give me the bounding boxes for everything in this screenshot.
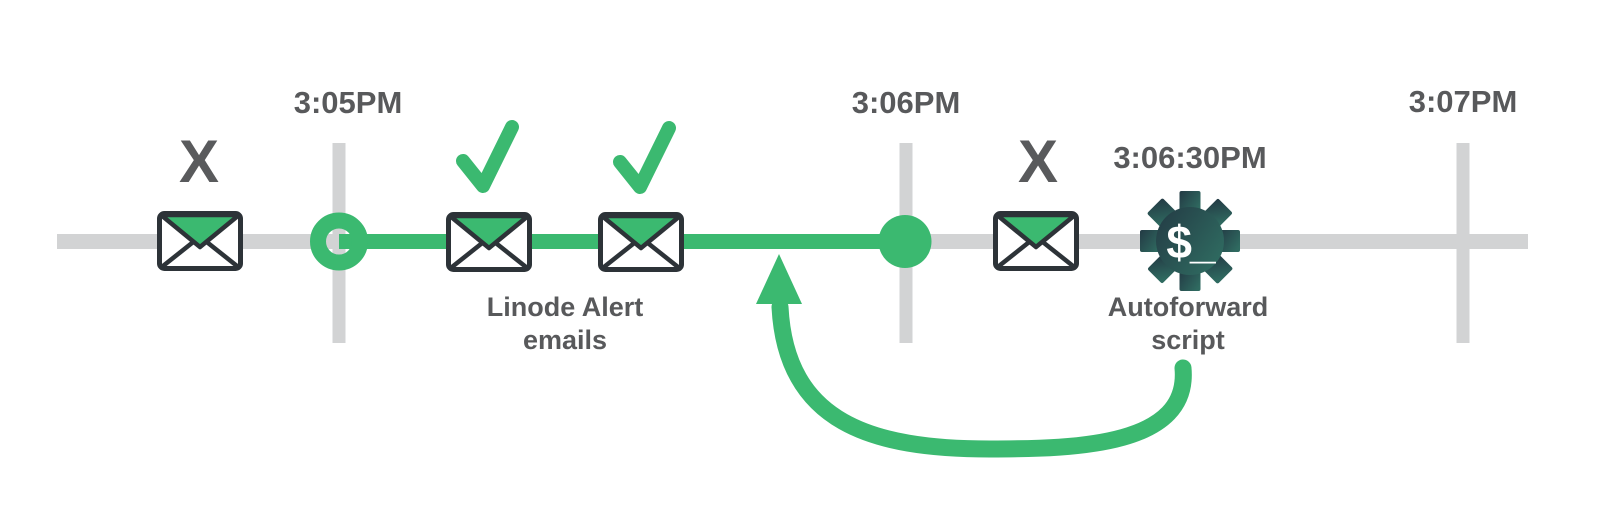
tick-label-307pm: 3:07PM [1409,84,1518,119]
email-icon-3 [601,215,682,270]
tick-label-305pm: 3:05PM [294,85,403,120]
autoforward-caption-line1: Autoforward [1108,292,1268,322]
feedback-arrowhead-icon [756,254,802,304]
linode-alert-caption-line2: emails [523,325,607,355]
email-icon-1 [160,214,241,269]
autoforward-caption-line2: script [1151,325,1225,355]
autoforward-time-label: 3:06:30PM [1113,140,1266,175]
tick-307pm [1456,143,1470,343]
shell-prompt-label: $_ [1166,216,1216,268]
tick-label-306pm: 3:06PM [852,85,961,120]
x-icon-left: X [179,128,219,195]
gear-icon: $_ [1140,191,1240,291]
feedback-arrow-curve [771,298,1192,458]
email-icon-2 [449,215,530,270]
linode-alert-caption-line1: Linode Alert [487,292,644,322]
email-icon-4 [996,214,1077,269]
interval-end-circle-marker [878,215,932,268]
x-icon-right: X [1018,128,1058,195]
check-icon-1 [456,120,519,193]
check-icon-2 [613,121,676,194]
interval-start-circle-marker [310,212,368,271]
